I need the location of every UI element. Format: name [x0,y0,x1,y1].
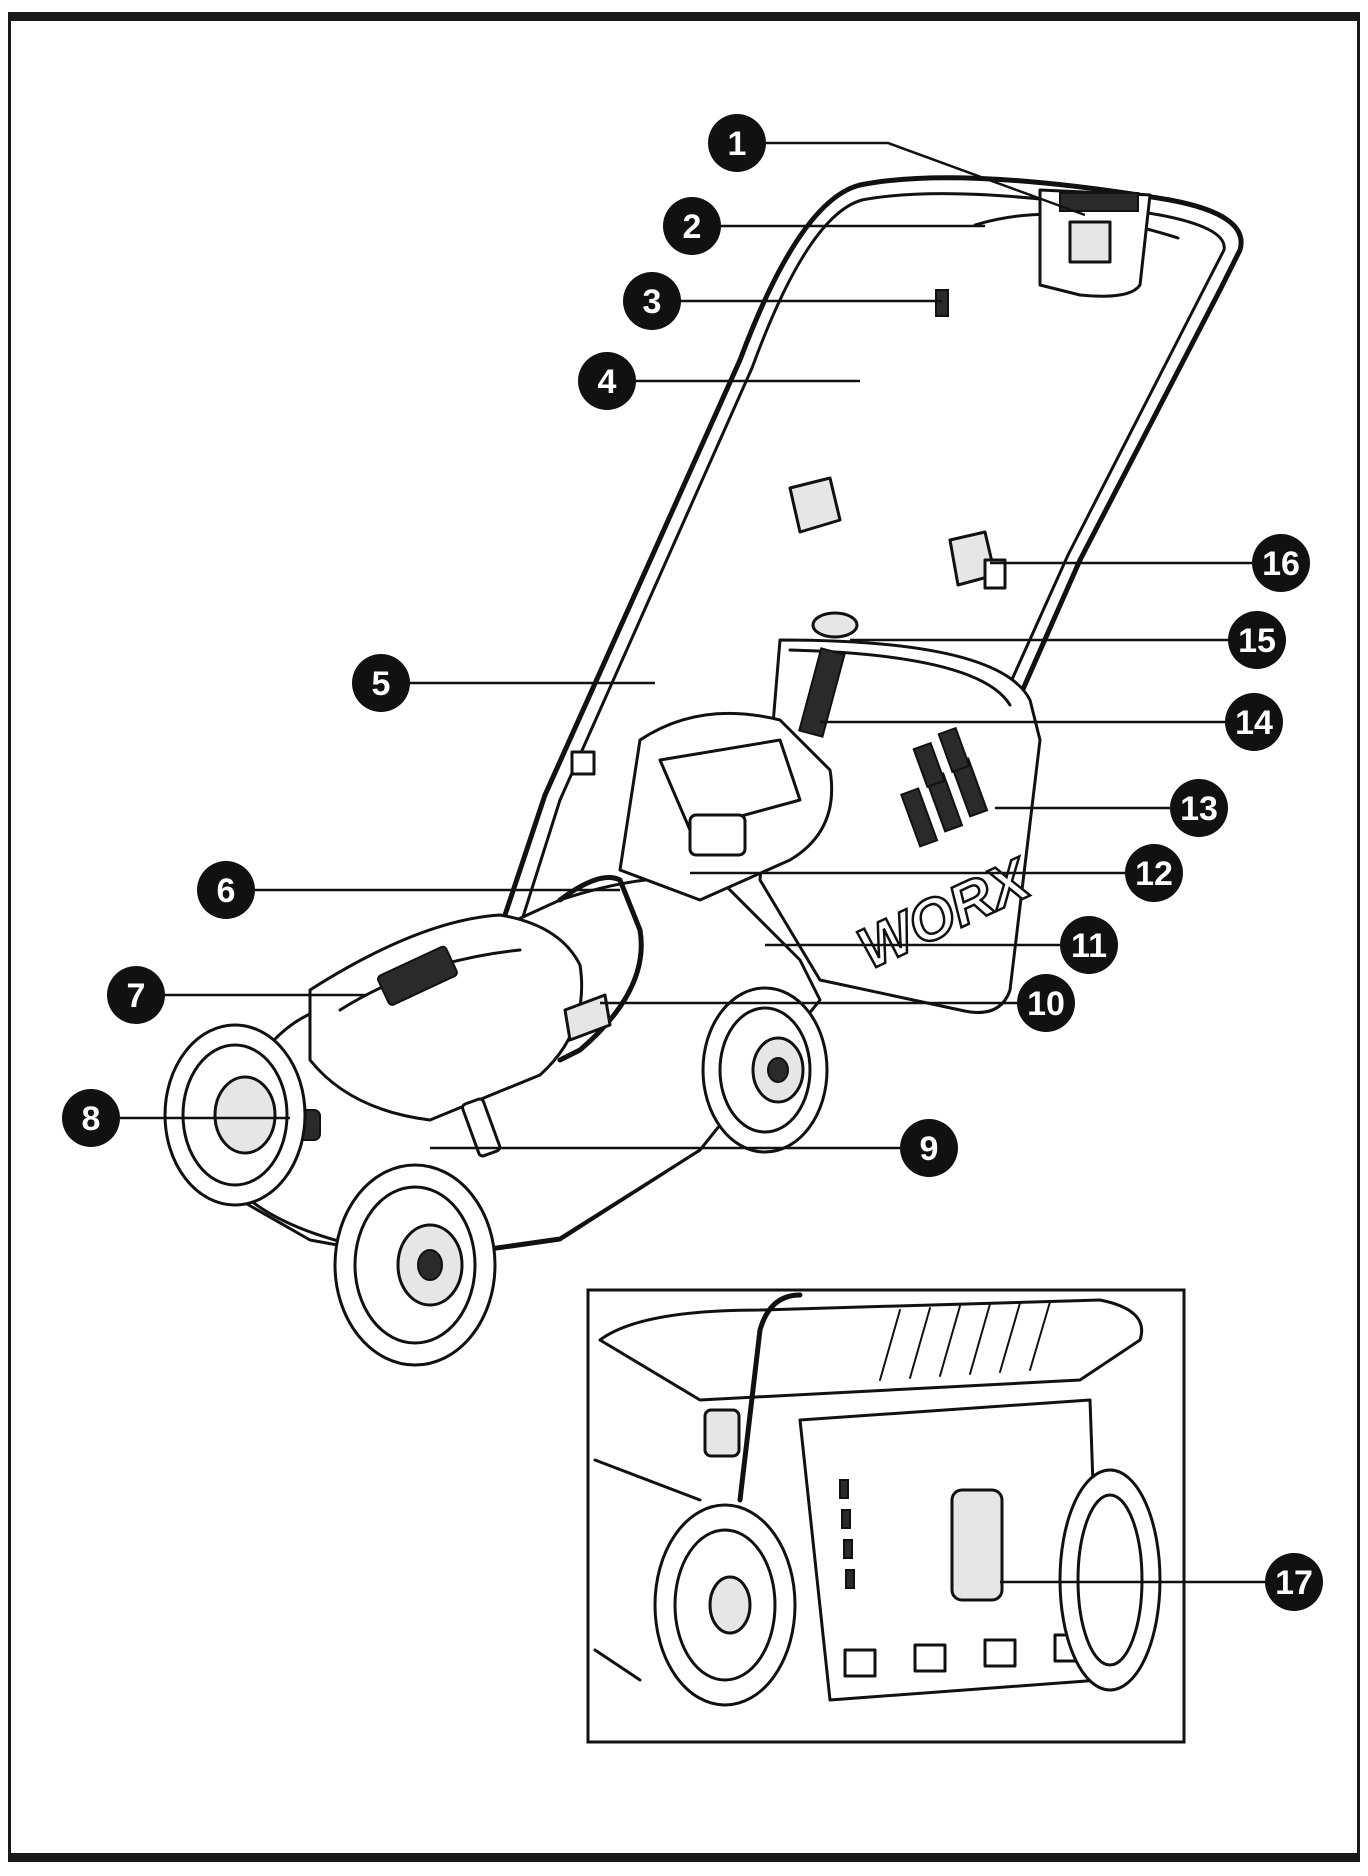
callout-label: 7 [127,977,146,1015]
box-handle-knob [811,611,859,639]
rear-left-wheel [333,1163,497,1367]
callout-badges: 1 2 3 4 5 6 7 8 9 [62,114,1323,1611]
callout-1: 1 [708,114,766,172]
inset-left-wheel [653,1503,797,1707]
callout-label: 11 [1071,927,1107,965]
callout-5: 5 [352,654,410,712]
motor-hood [618,711,834,902]
callout-12: 12 [1125,844,1183,902]
upper-handle-bar [542,175,1244,798]
grass-collection-box: WORX [758,638,1043,1014]
callout-8: 8 [62,1089,120,1147]
callout-label: 10 [1027,985,1065,1023]
callout-2: 2 [663,197,721,255]
leader-lines [120,141,1265,1584]
callout-label: 12 [1135,855,1173,893]
callout-label: 17 [1275,1564,1313,1602]
inset-right-wheel [1058,1468,1162,1692]
left-lower-tube-inner [520,798,562,922]
fill-indicator-slot [798,647,846,738]
inset-handle-knob [703,1408,741,1458]
page-border [8,12,1360,1862]
inset-deck-edge [593,1458,702,1502]
handle-assembly [497,175,1244,933]
callout-label: 1 [728,125,747,163]
callout-label: 15 [1238,622,1276,660]
callout-11: 11 [1060,916,1118,974]
inset-deck-lower [593,1648,642,1682]
callout-label: 8 [82,1100,101,1138]
height-lever [461,1097,502,1158]
upper-handle-bar-inner [558,192,1226,802]
carry-handle-grip [563,993,612,1042]
switch-box-label [1059,192,1139,212]
callout-label: 9 [920,1130,939,1168]
callout-label: 2 [683,208,702,246]
left-lower-clamp [570,750,596,776]
front-right-wheel [701,986,829,1154]
callout-label: 6 [217,872,236,910]
callout-14: 14 [1225,693,1283,751]
leader-1 [765,141,1086,217]
right-knob-clamp [983,558,1007,590]
grass-box-body [758,638,1042,1014]
height-indicator-window [688,813,747,857]
callout-6: 6 [197,861,255,919]
left-lower-tube [497,792,548,933]
callout-label: 3 [643,283,662,321]
callout-15: 15 [1228,611,1286,669]
grass-box-vents [900,726,989,848]
callout-17: 17 [1265,1553,1323,1611]
callout-9: 9 [900,1119,958,1177]
battery-cover [308,913,584,1122]
mulching-plug [950,1488,1004,1602]
callout-label: 5 [372,665,391,703]
rear-view-inset [586,1288,1186,1744]
start-button [1068,220,1112,264]
callout-3: 3 [623,272,681,330]
callout-label: 14 [1235,704,1273,742]
callout-7: 7 [107,966,165,1024]
callout-16: 16 [1252,534,1310,592]
front-left-wheel [163,1023,307,1207]
motor-hood-panel [658,738,802,832]
callout-label: 4 [598,363,617,401]
battery-compartment [289,875,644,1158]
callout-10: 10 [1017,974,1075,1032]
callout-label: 13 [1180,790,1218,828]
inset-flap-slots [839,1479,855,1589]
battery-cover-label [377,945,458,1006]
cable-clip [935,289,949,317]
inset-handle-tube [737,1292,803,1503]
left-handle-knob [788,476,842,534]
inset-grass-box-ribs [879,1301,1051,1381]
inset-grass-box-top [598,1298,1143,1402]
callout-13: 13 [1170,779,1228,837]
callout-label: 16 [1262,545,1300,583]
callout-4: 4 [578,352,636,410]
